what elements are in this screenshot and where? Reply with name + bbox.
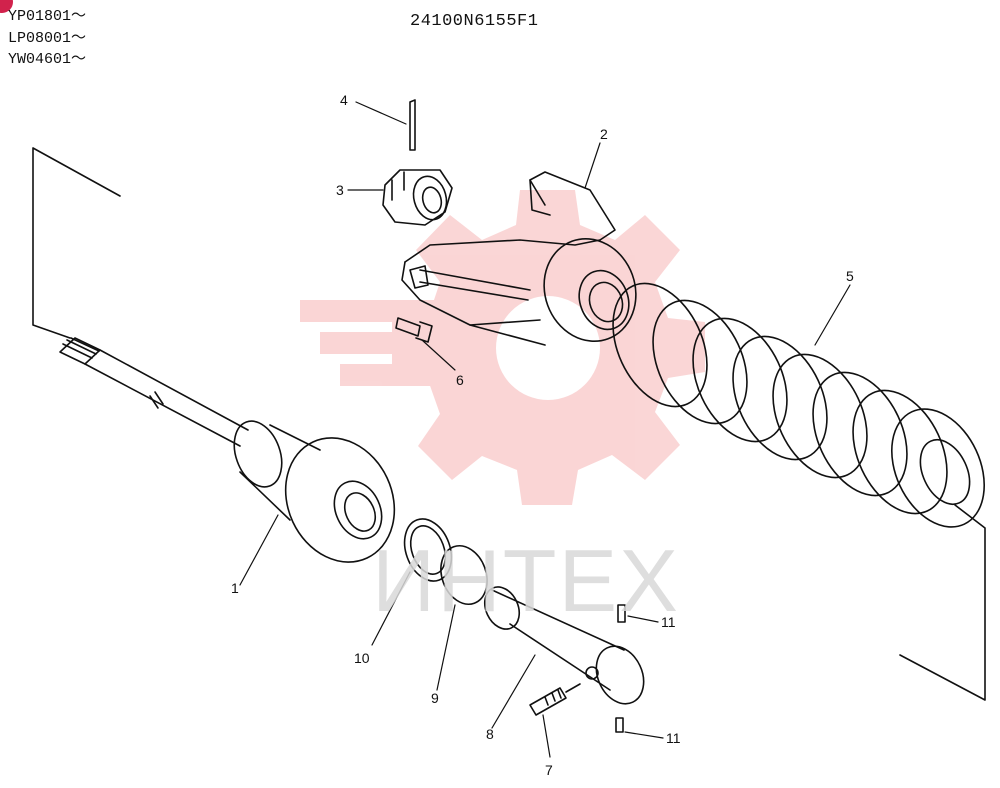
callout-1: 1 xyxy=(231,580,239,596)
part-11-pin-upper xyxy=(617,604,626,623)
part-7-grease-fitting xyxy=(529,683,581,716)
part-1-rod-assembly xyxy=(59,337,396,563)
part-11-pin-lower xyxy=(615,717,624,733)
serial-range-2: LP08001～ xyxy=(8,30,87,47)
callout-3: 3 xyxy=(336,182,344,198)
callout-2: 2 xyxy=(600,126,608,142)
part-9-o-ring xyxy=(440,545,488,605)
serial-range-1: YP01801～ xyxy=(8,8,87,25)
callout-11-lower: 11 xyxy=(666,730,681,746)
frame-line-right xyxy=(899,504,986,701)
callout-9: 9 xyxy=(431,690,439,706)
part-number: 24100N6155F1 xyxy=(410,12,539,31)
callout-7: 7 xyxy=(545,762,553,778)
callout-5: 5 xyxy=(846,268,854,284)
part-5-coil-spring xyxy=(612,282,986,528)
callout-8: 8 xyxy=(486,726,494,742)
corner-marker xyxy=(0,0,13,13)
callout-10: 10 xyxy=(354,650,370,666)
serial-range-3: YW04601～ xyxy=(8,51,87,68)
part-4-cotter-pin xyxy=(409,99,416,151)
callout-11-upper: 11 xyxy=(661,614,676,630)
frame-line-left xyxy=(32,147,121,339)
leader-lines xyxy=(239,101,851,758)
callout-6: 6 xyxy=(456,372,464,388)
watermark-gear-logo xyxy=(300,190,705,505)
part-10-seal-ring xyxy=(403,518,453,582)
part-2-yoke xyxy=(401,171,637,346)
part-3-castle-nut xyxy=(382,169,453,226)
watermark-text: ИНТЕХ xyxy=(372,531,680,630)
callout-4: 4 xyxy=(340,92,348,108)
part-8-pin-cylinder xyxy=(483,586,645,705)
